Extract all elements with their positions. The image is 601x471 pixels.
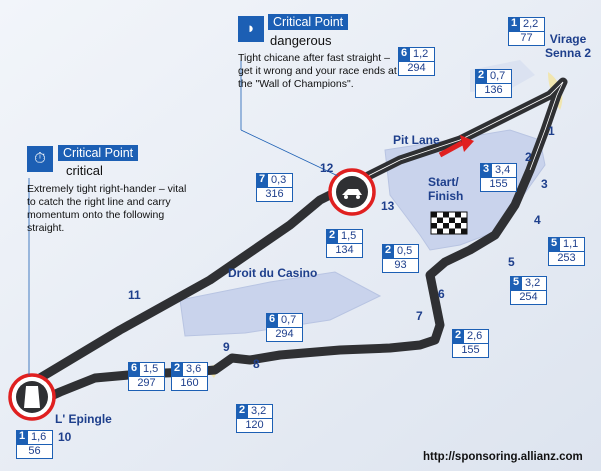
gear-number: 7 [256,173,268,188]
gear-speed: 155 [480,178,517,192]
corner-9: 9 [223,340,230,354]
race-car-icon [342,189,362,195]
critical-marker-10 [8,373,56,421]
gear-number: 1 [16,430,28,445]
corner-1: 1 [548,124,555,138]
gear-speed: 134 [326,244,363,258]
gear-number: 2 [326,229,338,244]
corner-5: 5 [508,255,515,269]
corner-7: 7 [416,309,423,323]
checkered-flag-icon [430,211,468,235]
helmet-icon: ◗ [238,16,264,42]
gear-number: 6 [266,313,278,328]
corner-6: 6 [438,287,445,301]
gear-number: 2 [382,244,394,259]
gear-factor: 1,1 [560,237,585,252]
track-edge [349,81,564,186]
race-car-icon [24,386,40,408]
critical-point-title-2: Critical Point [58,145,139,161]
gear-factor: 0,7 [487,69,512,84]
corner-2: 2 [525,150,532,164]
corner-13: 13 [381,199,395,213]
gear-speed: 253 [548,252,585,266]
gear-factor: 3,4 [492,163,517,178]
label-pit-lane: Pit Lane [393,133,440,147]
gear-number: 2 [452,329,464,344]
gear-factor: 3,2 [248,404,273,419]
gear-factor: 3,2 [522,276,547,291]
gear-number: 5 [548,237,560,252]
gear-factor: 0,5 [394,244,419,259]
gear-speed: 155 [452,344,489,358]
gear-factor: 1,5 [338,229,363,244]
gear-number: 1 [508,17,520,32]
critical-marker-13 [328,168,376,216]
gear-factor: 1,2 [410,47,435,62]
gear-number: 2 [475,69,487,84]
gear-factor: 3,6 [183,362,208,377]
gear-speed: 316 [256,188,293,202]
rowing-basin [179,271,382,337]
gear-factor: 0,3 [268,173,293,188]
critical-point-severity-1: dangerous [270,33,332,48]
corner-12: 12 [320,161,334,175]
corner-8: 8 [253,357,260,371]
gear-speed: 294 [266,328,303,342]
gear-number: 6 [398,47,410,62]
gear-factor: 1,5 [140,362,165,377]
gear-speed: 56 [16,445,53,459]
label-start-finish: Start/ Finish [428,175,464,203]
gear-speed: 136 [475,84,512,98]
critical-point-title-1: Critical Point [268,14,349,30]
gear-speed: 160 [171,377,208,391]
gear-speed: 77 [508,32,545,46]
critical-point-desc-2: Extremely tight right-hander – vital to … [27,183,187,234]
stopwatch-icon: ⏱ [27,146,53,172]
corner-10: 10 [58,430,72,444]
gear-number: 5 [510,276,522,291]
critical-point-desc-1: Tight chicane after fast straight – get … [238,52,397,90]
gear-speed: 294 [398,62,435,76]
callout-line-13b [240,129,339,177]
gear-number: 2 [236,404,248,419]
critical-point-severity-2: critical [66,163,103,178]
corner-11: 11 [128,288,141,302]
label-l-epingle: L' Epingle [55,412,112,426]
gear-speed: 297 [128,377,165,391]
gear-factor: 2,2 [520,17,545,32]
corner-3: 3 [541,177,548,191]
pit-lane-arrow-head [460,135,474,152]
label-virage-senna: Virage Senna 2 [545,32,592,60]
gear-speed: 93 [382,259,419,273]
label-droit-du-casino: Droit du Casino [228,266,318,280]
source-url: http://sponsoring.allianz.com [423,451,583,463]
gear-factor: 1,6 [28,430,53,445]
gear-number: 2 [171,362,183,377]
corner-4: 4 [534,213,541,227]
gear-number: 6 [128,362,140,377]
gear-number: 3 [480,163,492,178]
gear-factor: 0,7 [278,313,303,328]
gear-speed: 120 [236,419,273,433]
arrow-icon [438,140,464,158]
gear-factor: 2,6 [464,329,489,344]
gear-speed: 254 [510,291,547,305]
